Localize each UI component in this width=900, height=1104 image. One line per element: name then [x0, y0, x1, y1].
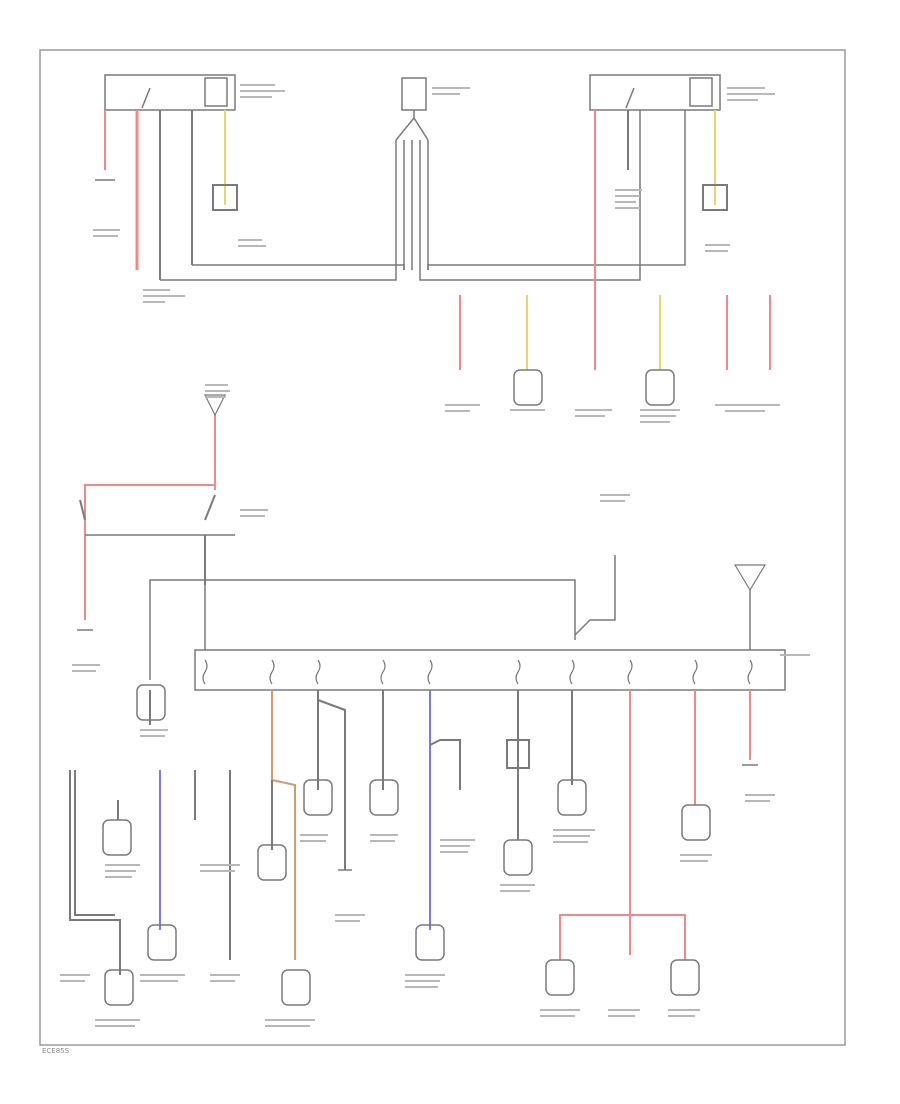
- lower-left-wires: [69, 770, 231, 975]
- top-harness: [160, 110, 686, 281]
- ground-symbols: [77, 179, 758, 871]
- fuse-bus: [149, 555, 786, 691]
- top-right-components: [513, 369, 675, 406]
- diagram-watermark: ECE85S: [42, 1047, 70, 1055]
- center-connector: [395, 77, 429, 270]
- top-right-taps: [459, 295, 771, 370]
- lower-right-branch: [559, 914, 686, 960]
- bus-outputs: [149, 690, 751, 960]
- top-left-relay-box: [104, 74, 236, 111]
- top-right-relay-box: [589, 74, 721, 111]
- top-left-relay-wires: [104, 110, 238, 280]
- fuse-symbols: [202, 659, 753, 685]
- component-boxes: [102, 684, 711, 1006]
- diagram-frame: [39, 49, 846, 1046]
- top-right-relay-wires: [594, 110, 728, 370]
- label-marks: [60, 84, 810, 1027]
- main-relay: [79, 394, 235, 620]
